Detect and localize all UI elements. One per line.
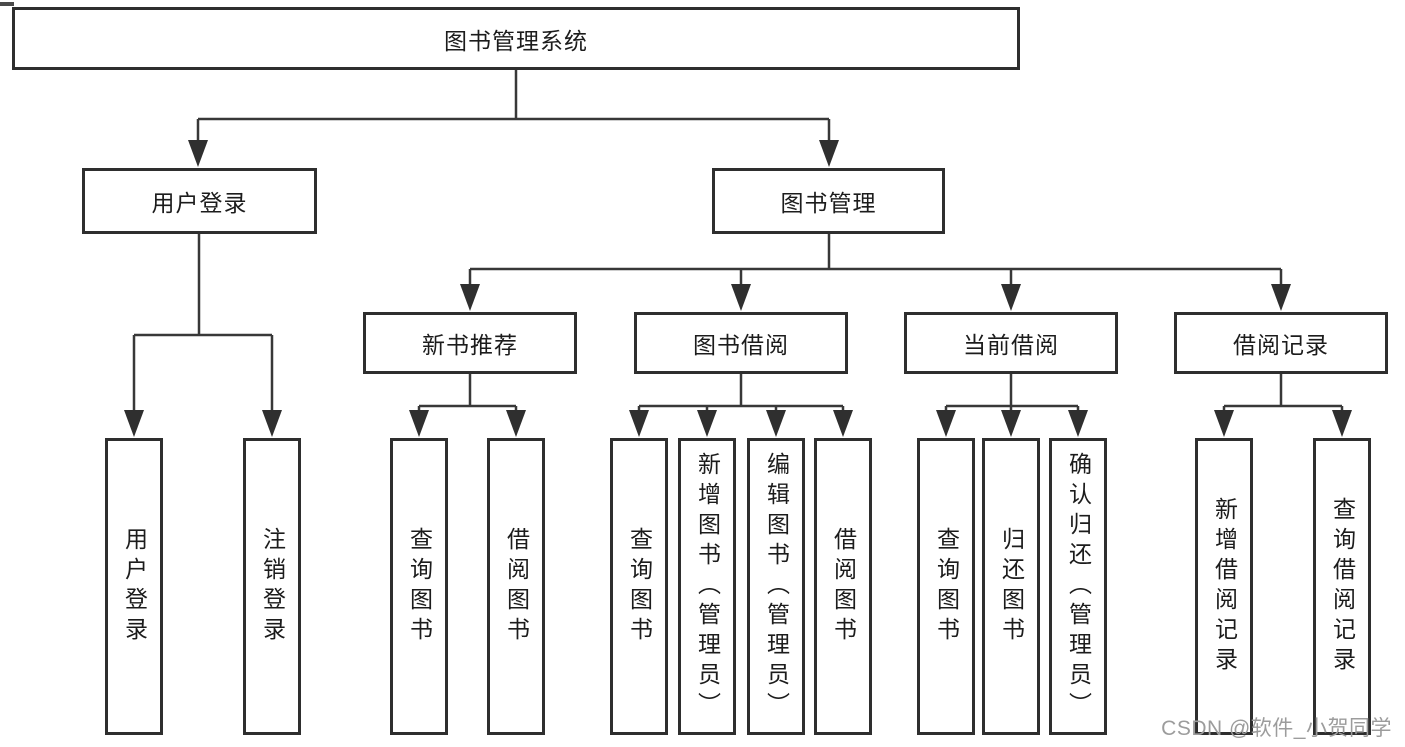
leaf-borrow-books-recommend: 借阅图书: [487, 438, 545, 735]
leaf-query-books-borrowing: 查询图书: [610, 438, 668, 735]
node-root: 图书管理系统: [12, 7, 1020, 70]
leaf-label: 借阅图书: [503, 526, 530, 647]
leaf-return-book: 归还图书: [982, 438, 1040, 735]
leaf-label: 查询图书: [406, 526, 433, 647]
leaf-label: 编辑图书（管理员）: [763, 451, 790, 722]
leaf-logout: 注销登录: [243, 438, 301, 735]
crop-artifact: [0, 2, 14, 6]
node-new-book-recommend: 新书推荐: [363, 312, 577, 374]
leaf-add-book-admin: 新增图书（管理员）: [678, 438, 736, 735]
leaf-label: 归还图书: [998, 526, 1025, 647]
leaf-label: 注销登录: [259, 526, 286, 647]
leaf-borrow-books-borrowing: 借阅图书: [814, 438, 872, 735]
leaf-label: 确认归还（管理员）: [1065, 451, 1092, 722]
leaf-label: 新增图书（管理员）: [694, 451, 721, 722]
node-book-borrowing-label: 图书借阅: [693, 332, 789, 358]
leaf-label: 新增借阅记录: [1211, 496, 1238, 677]
node-new-book-recommend-label: 新书推荐: [422, 332, 518, 358]
leaf-label: 查询借阅记录: [1329, 496, 1356, 677]
leaf-label: 用户登录: [121, 526, 148, 647]
leaf-edit-book-admin: 编辑图书（管理员）: [747, 438, 805, 735]
node-book-management-label: 图书管理: [780, 190, 877, 216]
leaf-query-borrow-record: 查询借阅记录: [1313, 438, 1371, 735]
node-book-management: 图书管理: [712, 168, 945, 234]
leaf-add-borrow-record: 新增借阅记录: [1195, 438, 1253, 735]
node-book-borrowing: 图书借阅: [634, 312, 848, 374]
node-current-borrowing-label: 当前借阅: [963, 332, 1059, 358]
node-user-login-label: 用户登录: [151, 190, 248, 216]
leaf-query-books-recommend: 查询图书: [390, 438, 448, 735]
node-borrowing-records: 借阅记录: [1174, 312, 1388, 374]
leaf-user-login: 用户登录: [105, 438, 163, 735]
leaf-query-books-current: 查询图书: [917, 438, 975, 735]
leaf-label: 借阅图书: [830, 526, 857, 647]
watermark: CSDN @软件_小贺同学: [1161, 717, 1392, 740]
node-current-borrowing: 当前借阅: [904, 312, 1118, 374]
leaf-confirm-return-admin: 确认归还（管理员）: [1049, 438, 1107, 735]
node-user-login: 用户登录: [82, 168, 317, 234]
leaf-label: 查询图书: [626, 526, 653, 647]
leaf-label: 查询图书: [933, 526, 960, 647]
node-root-label: 图书管理系统: [444, 27, 588, 54]
node-borrowing-records-label: 借阅记录: [1233, 332, 1329, 358]
